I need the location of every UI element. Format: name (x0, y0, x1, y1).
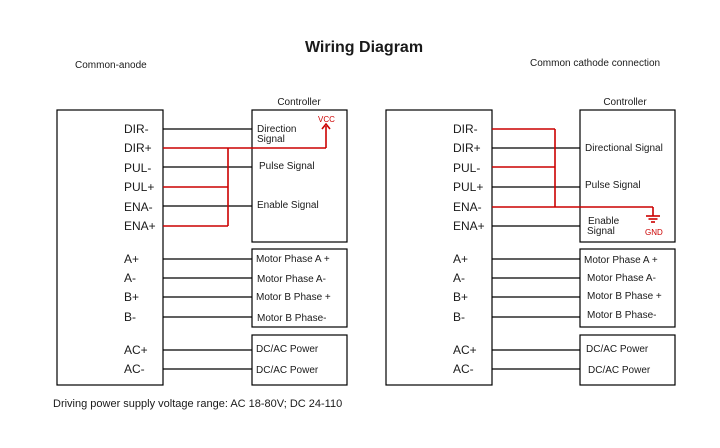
left-sig-motor-a-plus: Motor Phase A + (256, 254, 330, 265)
right-sig-motor-b-plus: Motor B Phase + (587, 291, 662, 302)
left-pin-b-minus: B- (124, 310, 136, 324)
right-sig-motor-b-minus: Motor B Phase- (587, 310, 656, 321)
right-pin-b-minus: B- (453, 310, 465, 324)
left-pin-pul-minus: PUL- (124, 161, 151, 175)
left-pin-ena-plus: ENA+ (124, 219, 156, 233)
right-pin-ena-plus: ENA+ (453, 219, 485, 233)
left-controller-motor-box (251, 248, 348, 328)
right-sig-enable-2: Signal (587, 226, 615, 237)
left-sig-pulse: Pulse Signal (259, 161, 315, 172)
right-pin-b-plus: B+ (453, 290, 468, 304)
right-pin-ac-minus: AC- (453, 362, 474, 376)
right-sig-power-1: DC/AC Power (586, 344, 649, 355)
right-pin-ena-minus: ENA- (453, 200, 482, 214)
right-controller-label: Controller (603, 97, 647, 108)
right-driver-box (385, 109, 493, 386)
common-cathode-heading: Common cathode connection (530, 58, 660, 69)
right-common-cathode-wires (492, 128, 660, 223)
left-sig-motor-b-plus: Motor B Phase + (256, 292, 331, 303)
left-sig-direction-2: Signal (257, 134, 285, 145)
left-controller-label: Controller (277, 97, 321, 108)
left-pin-ac-plus: AC+ (124, 343, 148, 357)
right-pin-ac-plus: AC+ (453, 343, 477, 357)
common-cathode-panel: Common cathode connection Controller DIR… (385, 58, 676, 386)
right-sig-power-2: DC/AC Power (588, 365, 651, 376)
left-sig-power-2: DC/AC Power (256, 365, 319, 376)
right-controller-motor-box (579, 248, 676, 328)
left-sig-direction: Direction (257, 124, 296, 135)
right-sig-pulse: Pulse Signal (585, 180, 641, 191)
right-pin-dir-minus: DIR- (453, 122, 478, 136)
power-supply-note: Driving power supply voltage range: AC 1… (53, 398, 342, 410)
gnd-label: GND (645, 228, 663, 237)
right-controller-power-box (579, 334, 676, 386)
diagram-title: Wiring Diagram (305, 39, 423, 56)
left-pin-dir-plus: DIR+ (124, 141, 152, 155)
left-sig-enable: Enable Signal (257, 200, 319, 211)
common-anode-panel: Common-anode Controller DIR- DIR+ PUL- P… (56, 60, 348, 386)
right-signal-wires (492, 147, 580, 370)
left-controller-control-box (251, 109, 348, 243)
right-pin-pul-plus: PUL+ (453, 180, 483, 194)
right-pin-a-plus: A+ (453, 252, 468, 266)
right-sig-directional: Directional Signal (585, 143, 663, 154)
right-controller-control-box (579, 109, 676, 243)
right-pin-pul-minus: PUL- (453, 161, 480, 175)
left-pin-ac-minus: AC- (124, 362, 145, 376)
left-pin-dir-minus: DIR- (124, 122, 149, 136)
left-signal-wires (163, 128, 252, 370)
left-sig-motor-b-minus: Motor B Phase- (257, 313, 326, 324)
left-controller-power-box (251, 334, 348, 386)
left-driver-box (56, 109, 164, 386)
left-pin-b-plus: B+ (124, 290, 139, 304)
left-sig-power-1: DC/AC Power (256, 344, 319, 355)
left-pin-a-plus: A+ (124, 252, 139, 266)
left-sig-motor-a-minus: Motor Phase A- (257, 274, 326, 285)
left-pin-pul-plus: PUL+ (124, 180, 154, 194)
left-common-anode-wires (163, 122, 331, 227)
common-anode-heading: Common-anode (75, 60, 147, 71)
right-sig-enable: Enable (588, 216, 620, 227)
right-sig-motor-a-minus: Motor Phase A- (587, 273, 656, 284)
vcc-label: VCC (318, 115, 335, 124)
right-pin-dir-plus: DIR+ (453, 141, 481, 155)
left-pin-a-minus: A- (124, 271, 136, 285)
left-pin-ena-minus: ENA- (124, 200, 153, 214)
right-pin-a-minus: A- (453, 271, 465, 285)
right-sig-motor-a-plus: Motor Phase A + (584, 255, 658, 266)
